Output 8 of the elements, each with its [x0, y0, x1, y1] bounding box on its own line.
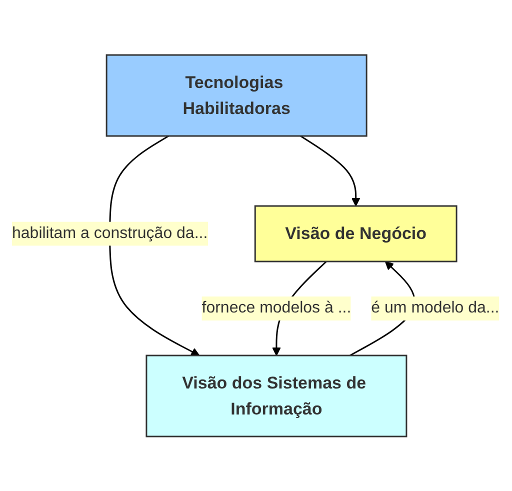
edge-label: fornece modelos à ... — [202, 299, 352, 316]
edge-label: é um modelo da... — [372, 299, 500, 316]
arrow — [300, 135, 361, 206]
edge-label: habilitam a construção da... — [12, 224, 208, 242]
arrow — [109, 135, 200, 356]
node-box: Visão dos Sistemas de Informação — [146, 354, 408, 437]
node-box: Tecnologias Habilitadoras — [106, 54, 368, 136]
node-box: Visão de Negócio — [254, 205, 458, 262]
